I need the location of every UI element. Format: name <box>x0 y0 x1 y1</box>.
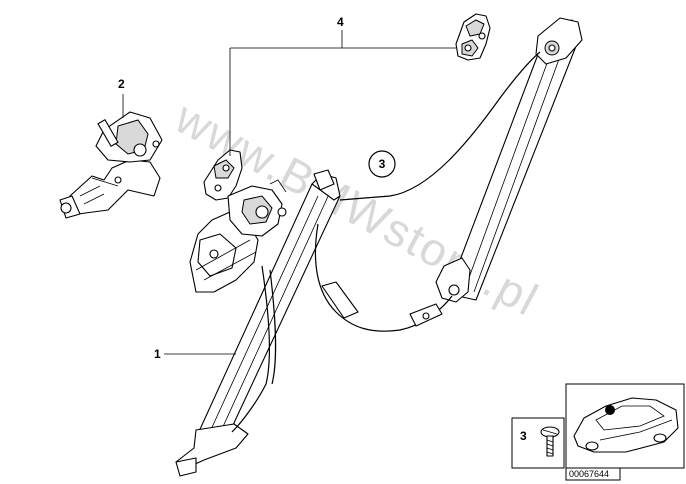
callout-3-circle-label: 3 <box>379 157 386 171</box>
callout-3-legend-label: 3 <box>520 429 527 443</box>
regulator-rail-right <box>435 17 583 303</box>
callout-2: 2 <box>118 77 125 118</box>
regulator-cables <box>314 51 541 332</box>
mounting-plate-part-4b <box>203 149 243 201</box>
part-number-box: 00067644 <box>565 467 621 481</box>
callout-2-label: 2 <box>118 77 125 91</box>
mounting-plate-part-4a <box>455 13 491 61</box>
callout-1-label: 1 <box>154 347 161 361</box>
callout-3-circle: 3 <box>368 150 396 178</box>
window-motor-part-2 <box>59 111 163 219</box>
screw-icon <box>540 426 560 457</box>
car-silhouette-icon <box>573 397 679 453</box>
car-location-inset <box>565 383 685 469</box>
screw-legend-box: 3 <box>511 417 565 469</box>
part-number-label: 00067644 <box>569 469 609 479</box>
regulator-motor <box>189 179 287 293</box>
location-marker-dot <box>605 405 615 415</box>
callout-4-leader <box>229 30 456 156</box>
callout-1: 1 <box>154 347 236 361</box>
regulator-rail-part-1 <box>175 169 341 477</box>
callout-4-label: 4 <box>337 15 344 29</box>
